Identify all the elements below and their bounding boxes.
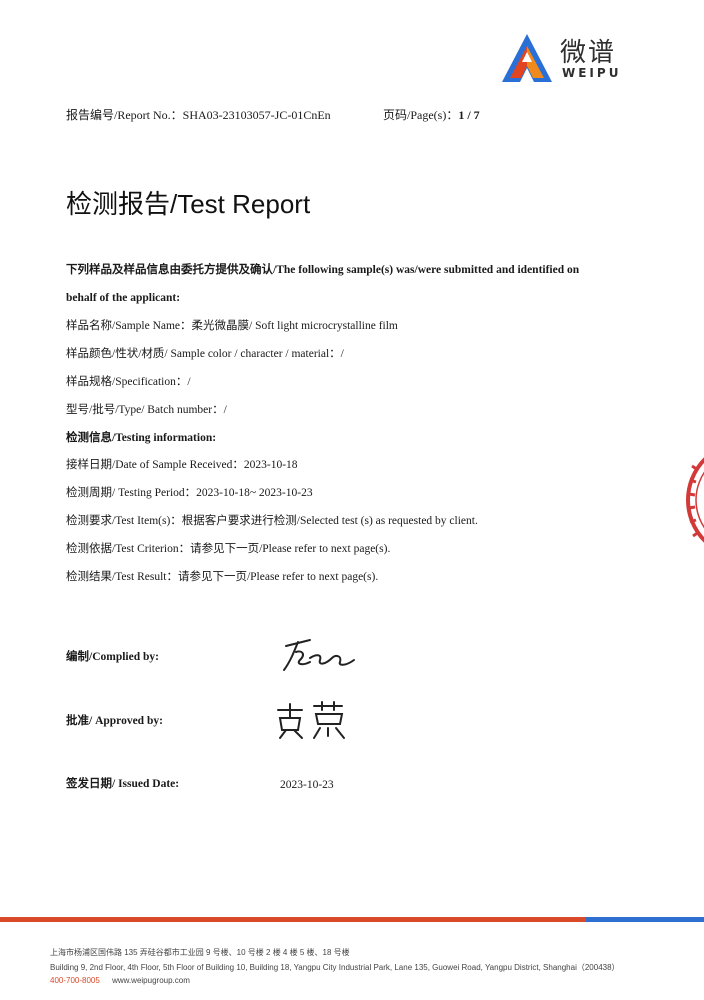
footer-phone: 400-700-8005 bbox=[50, 976, 100, 985]
weipu-logo-icon bbox=[502, 34, 552, 82]
test-items: 检测要求/Test Item(s)：根据客户要求进行检测/Selected te… bbox=[66, 515, 478, 527]
testing-heading: 检测信息/Testing information: bbox=[66, 432, 217, 444]
sample-color: 样品颜色/性状/材质/ Sample color / character / m… bbox=[66, 348, 344, 360]
logo-chinese-text: 微谱 bbox=[560, 38, 617, 68]
compiler-signature bbox=[283, 639, 355, 671]
report-number: 报告编号/Report No.：SHA03-23103057-JC-01CnEn bbox=[66, 108, 331, 122]
intro-line-2: behalf of the applicant: bbox=[66, 292, 181, 304]
page-indicator: 页码/Page(s)：1 / 7 bbox=[383, 106, 480, 123]
footer-bar-red bbox=[0, 917, 586, 922]
logo-english-text: WEIPU bbox=[562, 66, 622, 80]
sample-type: 型号/批号/Type/ Batch number：/ bbox=[66, 404, 227, 416]
company-logo: 微谱 WEIPU bbox=[500, 32, 640, 88]
approver-signature bbox=[277, 701, 345, 739]
page-value: 1 / 7 bbox=[458, 108, 480, 122]
footer-bar-blue bbox=[586, 917, 704, 922]
page-title: 检测报告/Test Report bbox=[66, 189, 311, 219]
issued-date-label: 签发日期/ Issued Date: bbox=[66, 778, 180, 790]
intro-line-1: 下列样品及样品信息由委托方提供及确认/The following sample(… bbox=[66, 264, 580, 276]
test-criterion: 检测依据/Test Criterion：请参见下一页/Please refer … bbox=[66, 543, 391, 555]
sample-spec: 样品规格/Specification：/ bbox=[66, 376, 191, 388]
testing-period: 检测周期/ Testing Period：2023-10-18~ 2023-10… bbox=[66, 487, 313, 499]
compiled-by-label: 编制/Complied by: bbox=[66, 651, 159, 663]
footer-contact: 400-700-8005 www.weipugroup.com bbox=[50, 976, 190, 985]
date-received: 接样日期/Date of Sample Received：2023-10-18 bbox=[66, 459, 298, 471]
official-stamp bbox=[686, 457, 704, 543]
issued-date-value: 2023-10-23 bbox=[280, 779, 334, 791]
sample-name: 样品名称/Sample Name：柔光微晶膜/ Soft light micro… bbox=[66, 320, 398, 332]
page-label: 页码/Page(s)： bbox=[383, 108, 459, 122]
test-result: 检测结果/Test Result：请参见下一页/Please refer to … bbox=[66, 571, 379, 583]
footer-website[interactable]: www.weipugroup.com bbox=[112, 976, 190, 985]
footer-address-en: Building 9, 2nd Floor, 4th Floor, 5th Fl… bbox=[50, 963, 620, 972]
approved-by-label: 批准/ Approved by: bbox=[66, 715, 163, 727]
footer-address-cn: 上海市杨浦区国伟路 135 弄硅谷都市工业园 9 号楼、10 号楼 2 楼 4 … bbox=[50, 948, 350, 957]
